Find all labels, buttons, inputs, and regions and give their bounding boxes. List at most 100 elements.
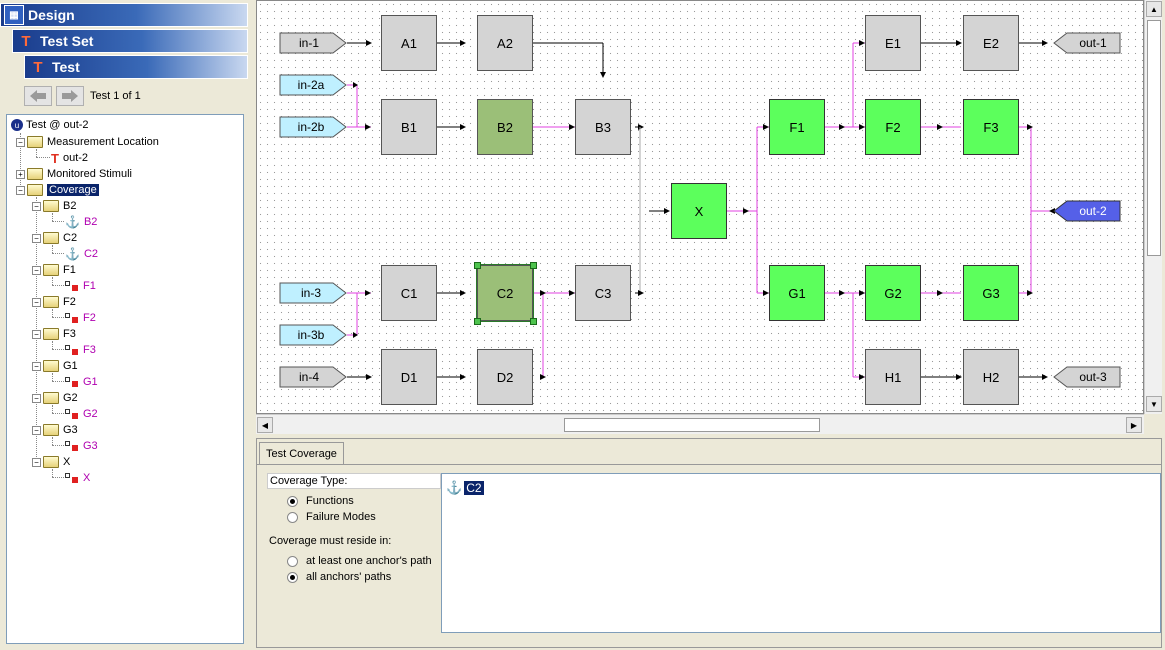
coverage-options: Coverage Type: Functions Failure Modes C… bbox=[267, 473, 443, 633]
tree-coverage-group[interactable]: −F1 bbox=[32, 262, 76, 278]
tree-measurement-location[interactable]: − Measurement Location bbox=[16, 134, 159, 150]
tree-coverage-leaf[interactable]: G2 bbox=[65, 406, 98, 422]
resize-handle[interactable] bbox=[474, 262, 481, 269]
block-b2[interactable]: B2 bbox=[477, 99, 533, 155]
block-c1[interactable]: C1 bbox=[381, 265, 437, 321]
block-h2[interactable]: H2 bbox=[963, 349, 1019, 405]
tree-coverage-group[interactable]: −G3 bbox=[32, 422, 78, 438]
tree-coverage-leaf[interactable]: G3 bbox=[65, 438, 98, 454]
left-pane: ▦ Design T Test Set T Test Test 1 of 1 u… bbox=[0, 0, 252, 650]
tree-coverage-group[interactable]: −G1 bbox=[32, 358, 78, 374]
collapse-icon[interactable]: − bbox=[32, 425, 41, 435]
collapse-icon[interactable]: − bbox=[32, 361, 41, 371]
tree-coverage-leaf[interactable]: X bbox=[65, 470, 90, 486]
block-f2[interactable]: F2 bbox=[865, 99, 921, 155]
testset-header[interactable]: T Test Set bbox=[12, 29, 248, 53]
tree-coverage-group[interactable]: −C2 bbox=[32, 230, 77, 246]
block-d2[interactable]: D2 bbox=[477, 349, 533, 405]
port-in-2a[interactable]: in-2a bbox=[279, 74, 347, 96]
resize-handle[interactable] bbox=[530, 318, 537, 325]
radio-all-anchors[interactable]: all anchors' paths bbox=[287, 569, 443, 585]
horizontal-scroll-thumb[interactable] bbox=[564, 418, 820, 432]
scroll-down-icon[interactable]: ▼ bbox=[1146, 396, 1162, 412]
tree-coverage-group[interactable]: −F3 bbox=[32, 326, 76, 342]
folder-icon bbox=[43, 360, 59, 372]
prev-test-button[interactable] bbox=[24, 86, 52, 106]
block-b3[interactable]: B3 bbox=[575, 99, 631, 155]
block-a2[interactable]: A2 bbox=[477, 15, 533, 71]
radio-button-icon[interactable] bbox=[287, 495, 298, 507]
tree-coverage-group[interactable]: −G2 bbox=[32, 390, 78, 406]
radio-at-least-one[interactable]: at least one anchor's path bbox=[287, 553, 443, 569]
function-icon bbox=[65, 441, 79, 451]
block-g3[interactable]: G3 bbox=[963, 265, 1019, 321]
radio-button-icon[interactable] bbox=[287, 555, 298, 567]
scroll-left-icon[interactable]: ◀ bbox=[257, 417, 273, 433]
tree-root[interactable]: u Test @ out-2 bbox=[11, 117, 89, 133]
collapse-icon[interactable]: − bbox=[16, 137, 25, 147]
tree-coverage-leaf[interactable]: F2 bbox=[65, 310, 96, 326]
next-test-button[interactable] bbox=[56, 86, 84, 106]
radio-functions[interactable]: Functions bbox=[287, 493, 443, 509]
block-c3[interactable]: C3 bbox=[575, 265, 631, 321]
test-header[interactable]: T Test bbox=[24, 55, 248, 79]
port-in-2b[interactable]: in-2b bbox=[279, 116, 347, 138]
block-g1[interactable]: G1 bbox=[769, 265, 825, 321]
collapse-icon[interactable]: − bbox=[32, 233, 41, 243]
port-in-3b[interactable]: in-3b bbox=[279, 324, 347, 346]
tree-coverage-leaf[interactable]: F1 bbox=[65, 278, 96, 294]
collapse-icon[interactable]: − bbox=[32, 297, 41, 307]
radio-failure-modes[interactable]: Failure Modes bbox=[287, 509, 443, 525]
horizontal-scrollbar[interactable]: ◀ ▶ bbox=[256, 414, 1144, 434]
tab-test-coverage[interactable]: Test Coverage bbox=[259, 442, 344, 464]
tree-coverage-group[interactable]: −X bbox=[32, 454, 70, 470]
block-g2[interactable]: G2 bbox=[865, 265, 921, 321]
tree-coverage-group[interactable]: −F2 bbox=[32, 294, 76, 310]
block-e1[interactable]: E1 bbox=[865, 15, 921, 71]
tree-coverage-leaf[interactable]: G1 bbox=[65, 374, 98, 390]
scroll-up-icon[interactable]: ▲ bbox=[1146, 1, 1162, 17]
block-diagram-canvas[interactable]: in-1 in-2a in-2b in-3 in-3b in-4 out-1 o… bbox=[256, 0, 1144, 414]
block-x[interactable]: X bbox=[671, 183, 727, 239]
scroll-right-icon[interactable]: ▶ bbox=[1126, 417, 1142, 433]
collapse-icon[interactable]: − bbox=[32, 201, 41, 211]
block-b1[interactable]: B1 bbox=[381, 99, 437, 155]
collapse-icon[interactable]: − bbox=[32, 265, 41, 275]
collapse-icon[interactable]: − bbox=[32, 457, 41, 467]
collapse-icon[interactable]: − bbox=[16, 185, 25, 195]
port-out-1[interactable]: out-1 bbox=[1053, 32, 1121, 54]
tree-monitored-stimuli[interactable]: + Monitored Stimuli bbox=[16, 166, 132, 182]
tree-coverage-leaf[interactable]: F3 bbox=[65, 342, 96, 358]
port-in-1[interactable]: in-1 bbox=[279, 32, 347, 54]
coverage-list-item[interactable]: ⚓ C2 bbox=[446, 480, 484, 496]
expand-icon[interactable]: + bbox=[16, 169, 25, 179]
collapse-icon[interactable]: − bbox=[32, 329, 41, 339]
vertical-scrollbar[interactable]: ▲ ▼ bbox=[1144, 0, 1162, 414]
radio-button-icon[interactable] bbox=[287, 511, 298, 523]
tree-coverage-leaf[interactable]: ⚓C2 bbox=[65, 246, 98, 262]
tree-coverage-group[interactable]: −B2 bbox=[32, 198, 76, 214]
block-h1[interactable]: H1 bbox=[865, 349, 921, 405]
resize-handle[interactable] bbox=[530, 262, 537, 269]
block-f3[interactable]: F3 bbox=[963, 99, 1019, 155]
resize-handle[interactable] bbox=[474, 318, 481, 325]
tree-coverage-leaf[interactable]: ⚓B2 bbox=[65, 214, 97, 230]
port-in-4[interactable]: in-4 bbox=[279, 366, 347, 388]
block-f1[interactable]: F1 bbox=[769, 99, 825, 155]
vertical-scroll-thumb[interactable] bbox=[1147, 20, 1161, 256]
collapse-icon[interactable]: − bbox=[32, 393, 41, 403]
tree-measurement-item[interactable]: T out-2 bbox=[51, 150, 88, 166]
function-icon bbox=[65, 281, 79, 291]
block-c2[interactable]: C2 bbox=[476, 264, 534, 322]
port-out-2[interactable]: out-2 bbox=[1053, 200, 1121, 222]
coverage-list[interactable]: ⚓ C2 bbox=[441, 473, 1161, 633]
port-in-3[interactable]: in-3 bbox=[279, 282, 347, 304]
block-a1[interactable]: A1 bbox=[381, 15, 437, 71]
design-header[interactable]: ▦ Design bbox=[0, 3, 248, 27]
port-out-3[interactable]: out-3 bbox=[1053, 366, 1121, 388]
radio-button-icon[interactable] bbox=[287, 571, 298, 583]
folder-icon bbox=[27, 168, 43, 180]
tree-coverage[interactable]: − Coverage bbox=[16, 182, 99, 198]
block-e2[interactable]: E2 bbox=[963, 15, 1019, 71]
block-d1[interactable]: D1 bbox=[381, 349, 437, 405]
